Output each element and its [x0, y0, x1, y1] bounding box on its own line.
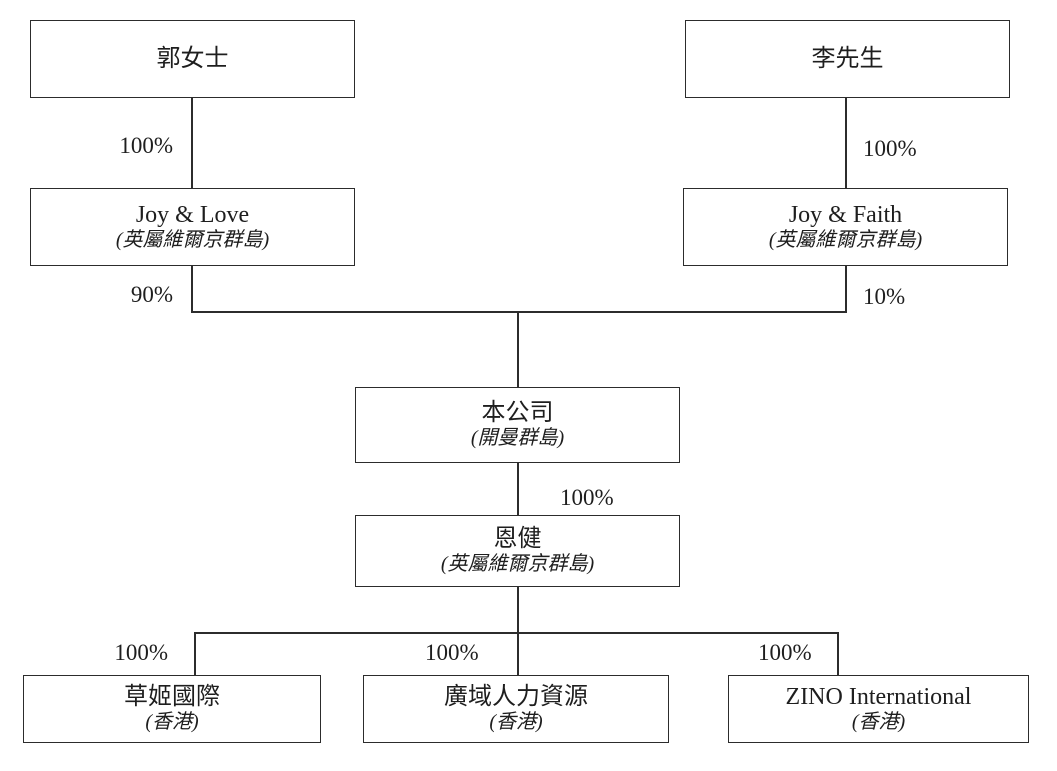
node-guo: 郭女士 [30, 20, 355, 98]
connector-branch-broad-hr [517, 632, 519, 675]
node-joy-faith: Joy & Faith (英屬維爾京群島) [683, 188, 1008, 266]
node-herbs-intl-name: 草姬國際 [124, 684, 220, 711]
edge-label-ngan-kin-herbs-intl: 100% [114, 640, 168, 665]
edge-label-li-joy-faith: 100% [863, 136, 917, 161]
connector-merge-to-company [517, 311, 519, 387]
node-ngan-kin-name: 恩健 [493, 526, 542, 553]
node-ngan-kin: 恩健 (英屬維爾京群島) [355, 515, 680, 587]
connector-joy-faith-down [845, 265, 847, 312]
connector-branch-bar-bottom [194, 632, 839, 634]
node-zino-intl: ZINO International (香港) [728, 675, 1029, 743]
node-li: 李先生 [685, 20, 1010, 98]
connector-company-ngan-kin [517, 462, 519, 516]
node-zino-intl-name: ZINO International [785, 684, 972, 711]
edge-label-ngan-kin-zino-intl: 100% [758, 640, 812, 665]
node-joy-love-name: Joy & Love [135, 202, 250, 229]
node-joy-faith-location: (英屬維爾京群島) [768, 229, 923, 252]
connector-joy-love-down [191, 265, 193, 312]
edge-label-joy-faith-company: 10% [863, 284, 906, 309]
edge-label-guo-joy-love: 100% [119, 133, 173, 158]
node-joy-faith-name: Joy & Faith [788, 202, 903, 229]
node-company-name: 本公司 [481, 400, 554, 427]
connector-guo-joy-love [191, 97, 193, 189]
connector-branch-herbs-intl [194, 632, 196, 675]
edge-label-company-ngan-kin: 100% [560, 485, 614, 510]
node-herbs-intl: 草姬國際 (香港) [23, 675, 321, 743]
node-zino-intl-location: (香港) [851, 711, 906, 734]
node-broad-hr-name: 廣域人力資源 [444, 684, 588, 711]
connector-ngan-kin-down [517, 586, 519, 633]
node-herbs-intl-location: (香港) [145, 711, 199, 734]
node-broad-hr-location: (香港) [489, 711, 543, 734]
node-guo-name: 郭女士 [156, 45, 229, 72]
connector-merge-bar-top [191, 311, 847, 313]
edge-label-ngan-kin-broad-hr: 100% [425, 640, 479, 665]
connector-branch-zino-intl [837, 632, 839, 675]
connector-li-joy-faith [845, 97, 847, 189]
node-ngan-kin-location: (英屬維爾京群島) [440, 553, 595, 576]
node-joy-love: Joy & Love (英屬維爾京群島) [30, 188, 355, 266]
edge-label-joy-love-company: 90% [130, 282, 173, 307]
node-company: 本公司 (開曼群島) [355, 387, 680, 463]
node-joy-love-location: (英屬維爾京群島) [115, 229, 270, 252]
node-company-location: (開曼群島) [470, 427, 565, 450]
node-li-name: 李先生 [811, 45, 884, 72]
node-broad-hr: 廣域人力資源 (香港) [363, 675, 669, 743]
